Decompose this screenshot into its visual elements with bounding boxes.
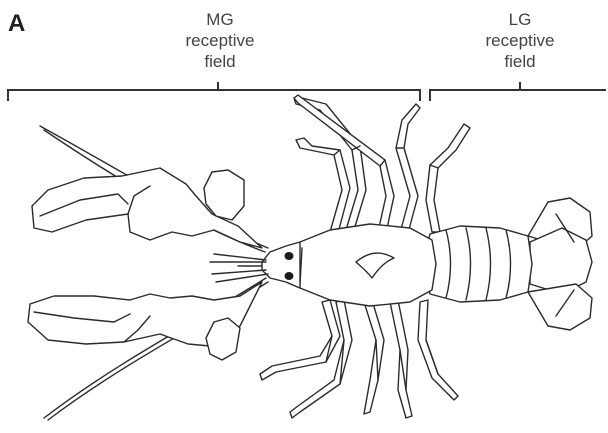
upper-claw [32,168,262,248]
mg-field-bracket [8,82,420,101]
abdomen [422,226,532,302]
tail-fan [528,198,592,330]
lower-eye [285,272,294,280]
lg-field-bracket [430,82,606,101]
upper-eye [285,252,294,260]
lower-claw [28,282,262,360]
